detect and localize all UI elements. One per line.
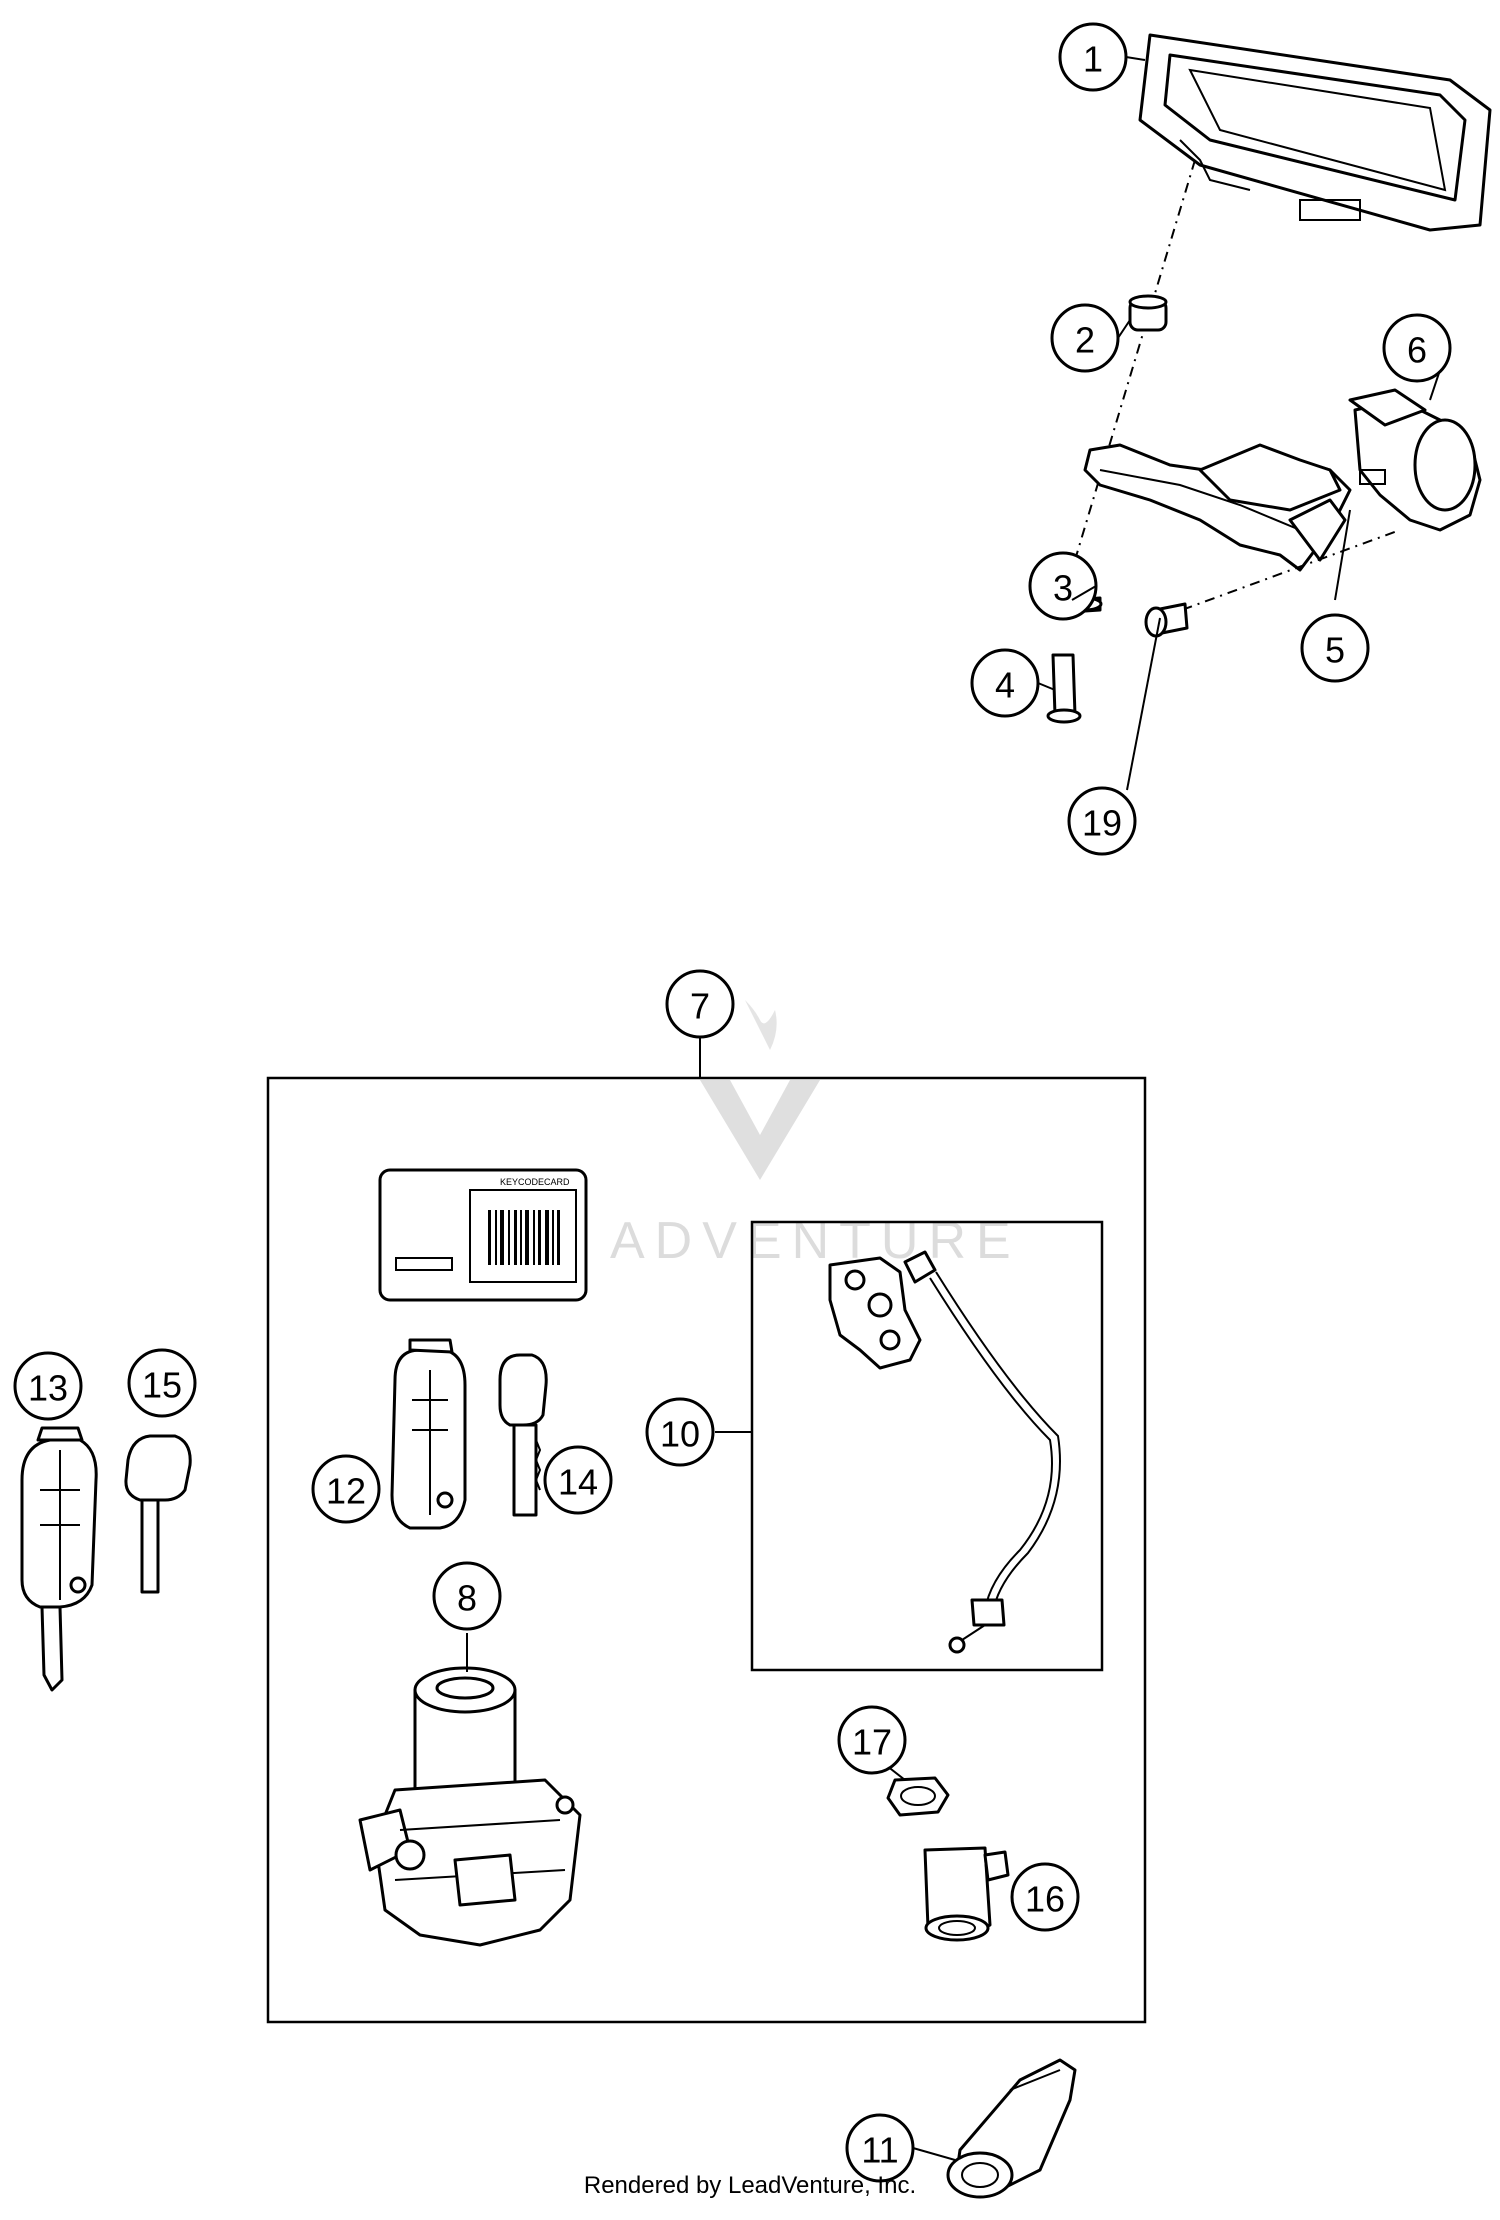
- watermark: ADVENTURE: [610, 1000, 1021, 1270]
- part-12-key-fob[interactable]: [390, 1338, 467, 1530]
- part-11-cover[interactable]: [946, 2058, 1077, 2199]
- callout-1: 1: [1058, 22, 1128, 92]
- svg-text:6: 6: [1407, 330, 1427, 371]
- svg-text:15: 15: [142, 1365, 182, 1406]
- callout-10: 10: [645, 1397, 715, 1467]
- footer-credit: Rendered by LeadVenture, Inc.: [583, 2172, 917, 2199]
- part-16-lock-cylinder[interactable]: [923, 1846, 1010, 1942]
- callout-14: 14: [543, 1445, 613, 1515]
- callout-6: 6: [1382, 313, 1452, 383]
- barcode: [488, 1210, 560, 1265]
- watermark-text: ADVENTURE: [610, 1212, 1021, 1270]
- svg-text:8: 8: [457, 1578, 477, 1619]
- svg-text:5: 5: [1325, 630, 1345, 671]
- svg-text:14: 14: [558, 1462, 598, 1503]
- callout-16: 16: [1010, 1862, 1080, 1932]
- part-2-bushing[interactable]: [1128, 294, 1168, 332]
- watermark-logo-icon: [700, 1080, 820, 1180]
- callout-15: 15: [127, 1348, 197, 1418]
- callout-12: 12: [311, 1454, 381, 1524]
- svg-text:10: 10: [660, 1414, 700, 1455]
- part-6-clamp[interactable]: [1348, 388, 1482, 532]
- part-14-key[interactable]: [498, 1353, 548, 1517]
- svg-text:17: 17: [852, 1722, 892, 1763]
- part-19-bolt[interactable]: [1144, 602, 1189, 638]
- svg-text:13: 13: [28, 1368, 68, 1409]
- part-4-pin[interactable]: [1046, 653, 1082, 724]
- key-code-card-heading: KEYCODECARD: [500, 1177, 570, 1187]
- part-10-sensor-cable[interactable]: [828, 1250, 1061, 1654]
- callout-17: 17: [837, 1705, 907, 1775]
- svg-text:7: 7: [690, 986, 710, 1027]
- part-8-ignition-lock[interactable]: [358, 1666, 582, 1947]
- key-code-card[interactable]: KEYCODECARD: [378, 1168, 588, 1302]
- callout-3: 3: [1028, 551, 1098, 621]
- part-5-bracket[interactable]: [1083, 443, 1352, 572]
- watermark-flame-icon: [745, 1000, 777, 1050]
- callout-4: 4: [970, 648, 1040, 718]
- callout-11: 11: [845, 2113, 915, 2183]
- part-15-key[interactable]: [124, 1434, 192, 1594]
- svg-text:12: 12: [326, 1471, 366, 1512]
- part-1-dashboard[interactable]: [1138, 33, 1492, 232]
- svg-text:19: 19: [1082, 803, 1122, 844]
- svg-text:1: 1: [1083, 39, 1103, 80]
- part-10-inset-box: [750, 1220, 1104, 1672]
- part-17-nut[interactable]: [886, 1776, 950, 1817]
- callout-7: 7: [665, 969, 735, 1039]
- callout-2: 2: [1050, 303, 1120, 373]
- callout-13: 13: [13, 1351, 83, 1421]
- svg-text:3: 3: [1053, 568, 1073, 609]
- callout-8: 8: [432, 1561, 502, 1631]
- callout-19: 19: [1067, 786, 1137, 856]
- svg-text:4: 4: [995, 665, 1015, 706]
- callout-5: 5: [1300, 613, 1370, 683]
- svg-text:11: 11: [861, 2130, 898, 2171]
- part-13-key-fob[interactable]: [20, 1426, 98, 1692]
- svg-text:2: 2: [1075, 320, 1095, 361]
- kit-7-boundary: [266, 1076, 1147, 2024]
- svg-text:16: 16: [1025, 1879, 1065, 1920]
